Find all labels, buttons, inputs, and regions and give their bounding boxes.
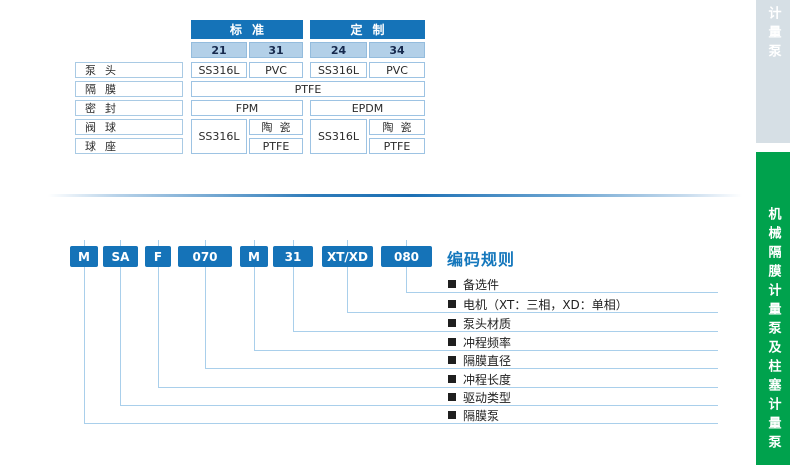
cell-valve-right-ball: 陶瓷 xyxy=(369,119,425,135)
bullet-square-icon xyxy=(448,356,456,364)
cell-pump-head-31: PVC xyxy=(249,62,303,78)
connector-hline-diaphragm-pump xyxy=(84,423,718,424)
group-header-standard: 标准 xyxy=(191,20,303,39)
code-label-text: 冲程长度 xyxy=(463,372,512,387)
bullet-square-icon xyxy=(448,319,456,327)
col-header-21: 21 xyxy=(191,42,247,58)
bullet-square-icon xyxy=(448,375,456,383)
cell-valve-left-seat: PTFE xyxy=(249,138,303,154)
connector-hline-options xyxy=(406,292,718,293)
connector-vline-6 xyxy=(293,240,294,331)
code-part-box-8: 080 xyxy=(381,246,432,267)
cell-valve-left-material: SS316L xyxy=(191,119,247,154)
connector-hline-motor xyxy=(347,312,718,313)
connector-hline-drive-type xyxy=(120,405,718,406)
cell-pump-head-34: PVC xyxy=(369,62,425,78)
code-label-drive-type: 驱动类型 xyxy=(448,389,511,405)
connector-vline-1 xyxy=(84,240,85,423)
side-tab-metering-pump: 计量泵 xyxy=(756,0,790,143)
col-header-31: 31 xyxy=(249,42,303,58)
code-label-head-material: 泵头材质 xyxy=(448,315,511,331)
row-label-ball-seat: 球座 xyxy=(75,138,183,154)
code-part-box-5: M xyxy=(240,246,268,267)
cell-valve-left-ball: 陶瓷 xyxy=(249,119,303,135)
row-label-valve-ball: 阀球 xyxy=(75,119,183,135)
connector-hline-stroke-length xyxy=(158,387,718,388)
col-header-34: 34 xyxy=(369,42,425,58)
code-part-box-4: 070 xyxy=(178,246,232,267)
row-label-seal: 密封 xyxy=(75,100,183,116)
code-part-box-3: F xyxy=(145,246,171,267)
code-label-text: 驱动类型 xyxy=(463,390,512,405)
bullet-square-icon xyxy=(448,393,456,401)
connector-vline-4 xyxy=(205,240,206,368)
cell-pump-head-24: SS316L xyxy=(310,62,367,78)
code-part-box-6: 31 xyxy=(273,246,313,267)
coding-rules-title: 编码规则 xyxy=(447,250,516,269)
connector-hline-diaphragm-diameter xyxy=(205,368,718,369)
code-label-stroke-frequency: 冲程频率 xyxy=(448,334,511,350)
code-label-motor: 电机（XT：三相，XD：单相） xyxy=(448,296,628,312)
connector-vline-3 xyxy=(158,240,159,387)
cell-diaphragm-all: PTFE xyxy=(191,81,425,97)
code-label-text: 冲程频率 xyxy=(463,335,512,350)
bullet-square-icon xyxy=(448,300,456,308)
col-header-24: 24 xyxy=(310,42,367,58)
connector-hline-head-material xyxy=(293,331,718,332)
group-header-custom: 定制 xyxy=(310,20,425,39)
cell-pump-head-21: SS316L xyxy=(191,62,247,78)
code-label-diaphragm-pump: 隔膜泵 xyxy=(448,407,499,423)
code-label-text: 备选件 xyxy=(463,277,500,292)
bullet-square-icon xyxy=(448,280,456,288)
cell-valve-right-material: SS316L xyxy=(310,119,367,154)
code-label-text: 隔膜直径 xyxy=(463,353,512,368)
connector-vline-7 xyxy=(347,240,348,312)
code-label-diaphragm-diameter: 隔膜直径 xyxy=(448,352,511,368)
cell-valve-right-seat: PTFE xyxy=(369,138,425,154)
row-label-diaphragm: 隔膜 xyxy=(75,81,183,97)
code-label-text: 电机（XT：三相，XD：单相） xyxy=(463,297,628,312)
bullet-square-icon xyxy=(448,411,456,419)
row-label-pump-head: 泵头 xyxy=(75,62,183,78)
code-label-text: 隔膜泵 xyxy=(463,408,500,423)
cell-seal-standard: FPM xyxy=(191,100,303,116)
code-label-text: 泵头材质 xyxy=(463,316,512,331)
code-part-box-2: SA xyxy=(103,246,138,267)
code-part-box-1: M xyxy=(70,246,98,267)
code-part-box-7: XT/XD xyxy=(322,246,373,267)
bullet-square-icon xyxy=(448,338,456,346)
connector-vline-5 xyxy=(254,240,255,350)
code-label-stroke-length: 冲程长度 xyxy=(448,371,511,387)
section-divider-gradient-line xyxy=(48,194,742,197)
side-tab-mechanical-diaphragm-plunger-pump: 机械隔膜计量泵及柱塞计量泵 xyxy=(756,152,790,465)
connector-hline-stroke-frequency xyxy=(254,350,718,351)
connector-vline-2 xyxy=(120,240,121,405)
code-label-options: 备选件 xyxy=(448,276,499,292)
cell-seal-custom: EPDM xyxy=(310,100,425,116)
